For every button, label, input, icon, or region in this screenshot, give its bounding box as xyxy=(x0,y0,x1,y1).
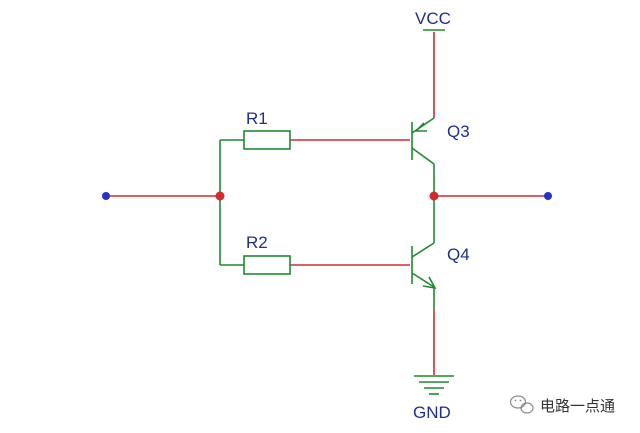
resistor-r2 xyxy=(243,255,291,275)
q4-emitter-top xyxy=(411,242,435,258)
q4-collector xyxy=(411,272,435,288)
vcc-label: VCC xyxy=(415,9,451,28)
wechat-icon xyxy=(509,395,534,414)
q3-collector xyxy=(411,147,435,165)
transistor-q3 xyxy=(411,117,435,196)
q4-arrow xyxy=(422,276,437,290)
r2-label: R2 xyxy=(246,233,268,252)
watermark-text: 电路一点通 xyxy=(540,397,615,415)
q3-label: Q3 xyxy=(447,122,470,141)
watermark: 电路一点通 xyxy=(509,395,615,415)
transistor-q4 xyxy=(411,196,437,310)
q3-emitter-arrow xyxy=(414,122,427,132)
resistor-r1 xyxy=(243,130,291,150)
r1-label: R1 xyxy=(246,109,268,128)
ground-symbol xyxy=(414,375,454,395)
wires xyxy=(106,32,548,375)
components xyxy=(219,29,454,395)
gnd-label: GND xyxy=(413,403,451,422)
input-junction-dot xyxy=(215,191,225,201)
output-junction-dot xyxy=(429,191,439,201)
output-terminal xyxy=(544,192,552,200)
input-terminal xyxy=(102,192,110,200)
q4-label: Q4 xyxy=(447,245,470,264)
